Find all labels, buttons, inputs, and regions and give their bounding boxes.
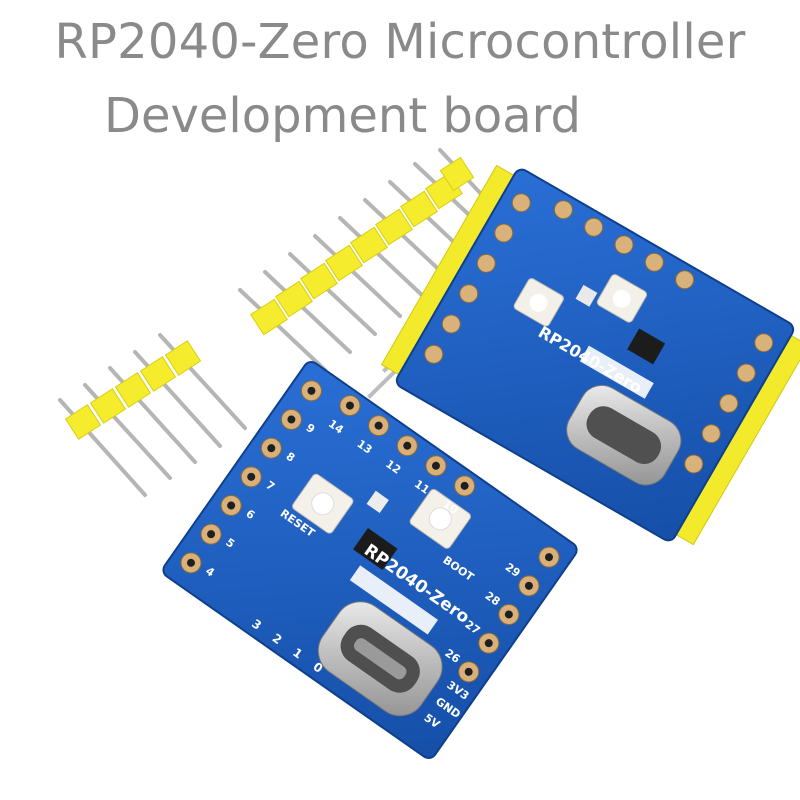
title-line-1: RP2040-Zero Microcontroller [54, 14, 746, 70]
pin-header-9 [238, 148, 512, 372]
board-back: RP2040-Zero [367, 164, 800, 546]
title-line-2: Development board [104, 88, 581, 144]
pin-header-5 [58, 333, 247, 497]
flash-chip [353, 528, 398, 570]
board-front: RP2040-Zero RESET BOOT 14 13 12 11 10 9 … [162, 361, 578, 759]
rgb-led [366, 490, 389, 514]
